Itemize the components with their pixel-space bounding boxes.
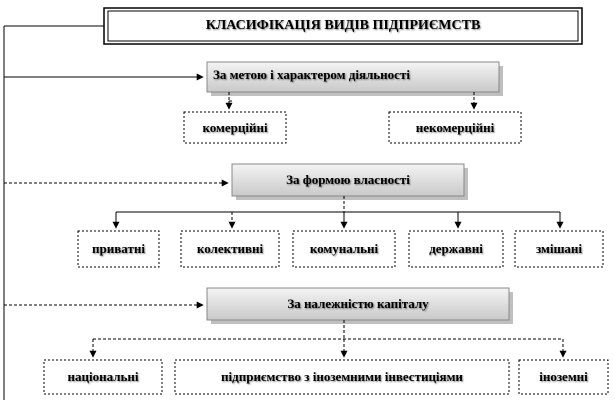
item-label-national: національні <box>67 369 139 384</box>
item-box-mixed <box>514 230 604 268</box>
item-box-national <box>43 359 163 395</box>
item-label-collective: колективні <box>196 241 264 256</box>
category-box-activity <box>206 61 503 96</box>
item-label-noncommercial: некомерційні <box>415 119 495 135</box>
item-box-private <box>77 230 160 268</box>
item-label-state: державні <box>429 241 483 256</box>
category-box-ownership <box>231 163 468 200</box>
item-box-collective <box>180 230 280 268</box>
item-box-foreign-investment <box>174 359 510 395</box>
item-label-foreign-investment: підприємство з іноземними інвестиціями <box>221 369 463 384</box>
connectors-capital <box>89 320 567 358</box>
item-box-communal <box>292 230 396 268</box>
connectors-ownership <box>112 196 564 229</box>
item-label-communal: комунальні <box>309 241 379 256</box>
item-label-foreign: іноземні <box>539 369 588 384</box>
item-box-foreign <box>518 359 609 395</box>
category-box-capital <box>206 287 513 324</box>
connectors-activity <box>225 92 478 110</box>
item-label-private: приватні <box>92 241 145 256</box>
left-connector <box>3 25 229 400</box>
item-box-state <box>408 230 504 268</box>
diagram-title: КЛАСИФІКАЦІЯ ВИДІВ ПІДПРИЄМСТВ <box>205 18 481 33</box>
category-label-capital: За належністю капіталу <box>287 296 429 311</box>
item-box-noncommercial <box>388 111 522 144</box>
item-label-mixed: змішані <box>535 241 583 256</box>
category-label-ownership: За формою власності <box>286 172 410 187</box>
item-label-commercial: комерційні <box>202 119 268 135</box>
category-label-activity: За метою і характером діяльності <box>213 67 410 82</box>
item-box-commercial <box>183 111 287 144</box>
